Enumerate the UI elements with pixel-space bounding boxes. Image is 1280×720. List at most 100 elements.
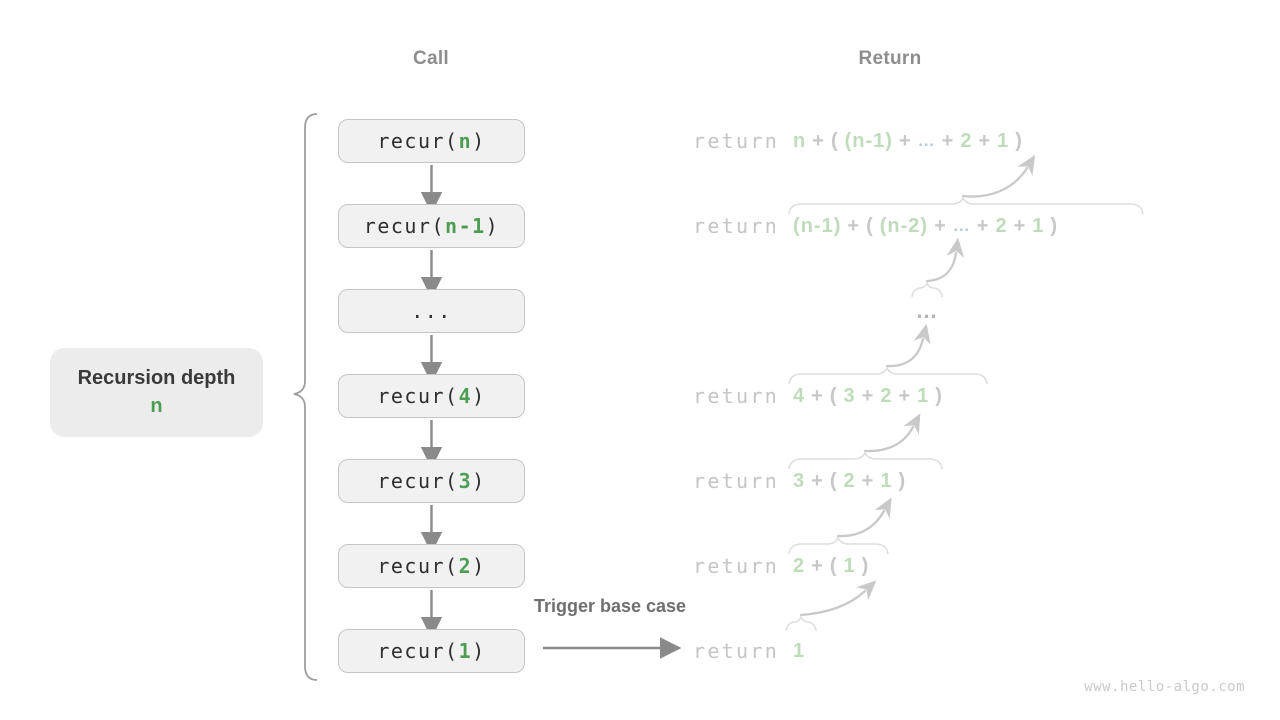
expression-segment: ) (898, 469, 907, 492)
expression-segment: … (952, 216, 971, 235)
expression-segment: + (976, 214, 990, 237)
expression-segment: + (934, 214, 947, 237)
recursion-depth-value: n (150, 395, 163, 417)
overbrace-return-3 (788, 451, 943, 470)
return-expression: 1 (793, 640, 805, 663)
call-box-recur-2: recur(2) (338, 544, 525, 588)
expression-segment: ( (829, 384, 838, 407)
expression-segment: + (861, 469, 875, 492)
recursion-depth-brace (293, 113, 318, 681)
expression-segment: + (941, 129, 955, 152)
return-row-1: return 1 (693, 637, 805, 665)
call-box-arg: 4 (458, 384, 473, 408)
expression-segment: + (978, 129, 992, 152)
expression-segment: 1 (1032, 214, 1045, 237)
expression-segment: (n-2) (879, 214, 929, 237)
overbrace-return-ellipsis (911, 280, 943, 298)
call-box-text: ... (411, 299, 452, 323)
call-box-recur-4: recur(4) (338, 374, 525, 418)
expression-segment: n (793, 129, 807, 152)
expression-segment: ) (1050, 214, 1059, 237)
expression-segment: + (898, 129, 912, 152)
expression-segment: + (847, 214, 861, 237)
return-expression: 3+(2+1) (793, 470, 906, 493)
call-box-recur-1: recur(1) (338, 629, 525, 673)
call-box-recur-n: recur(n) (338, 119, 525, 163)
call-box-recur-3: recur(3) (338, 459, 525, 503)
expression-segment: 2 (960, 129, 973, 152)
expression-segment: 3 (793, 469, 806, 492)
expression-segment: ( (829, 554, 838, 577)
recursion-depth-title: Recursion depth (77, 367, 236, 389)
expression-segment: + (861, 384, 875, 407)
return-row-2: return 2+(1) (693, 552, 869, 580)
expression-segment: ) (935, 384, 943, 407)
call-box-arg: n (458, 129, 473, 153)
trigger-base-case-label: Trigger base case (533, 596, 687, 616)
return-keyword: return (693, 214, 780, 238)
overbrace-return-2 (788, 196, 1144, 215)
return-flow-arrow-3 (885, 323, 931, 368)
return-expression: 2+(1) (793, 555, 869, 578)
return-row-ellipsis: … (915, 298, 939, 323)
expression-segment: 1 (880, 469, 893, 492)
call-box-text: ) (472, 469, 486, 493)
expression-segment: ( (830, 129, 839, 152)
expression-segment: ) (861, 554, 870, 577)
expression-segment: + (811, 469, 824, 492)
expression-segment: + (1013, 214, 1027, 237)
expression-segment: 2 (880, 384, 893, 407)
return-keyword: return (693, 384, 780, 408)
expression-segment: + (898, 384, 912, 407)
return-expression: n+((n-1)+…+2+1) (793, 130, 1023, 153)
return-flow-arrow-1 (961, 154, 1036, 198)
call-box-text: recur( (363, 214, 446, 238)
watermark: www.hello-algo.com (1084, 679, 1245, 695)
expression-segment: 2 (843, 469, 856, 492)
expression-segment: (n-1) (793, 214, 842, 237)
return-flow-arrow-2 (925, 237, 965, 283)
call-box-text: ) (485, 214, 500, 238)
return-column-header: Return (858, 48, 922, 69)
expression-segment: + (811, 554, 824, 577)
call-box-text: recur( (377, 384, 459, 408)
expression-segment: 1 (917, 384, 930, 407)
call-box-recur-n-1: recur(n-1) (338, 204, 525, 248)
expression-segment: ) (1015, 129, 1023, 152)
return-row-n-1: return (n-1)+((n-2)+…+2+1) (693, 212, 1058, 240)
expression-segment: 3 (843, 384, 856, 407)
return-expression: (n-1)+((n-2)+…+2+1) (793, 215, 1058, 238)
expression-segment: ( (866, 214, 874, 237)
call-box-arg: n-1 (445, 214, 486, 238)
expression-segment: 4 (793, 384, 806, 407)
overbrace-return-2b (788, 536, 889, 555)
return-flow-arrow-4 (863, 413, 921, 453)
return-flow-arrow-6 (799, 580, 877, 617)
call-box-text: recur( (377, 554, 459, 578)
expression-segment: + (811, 384, 824, 407)
return-keyword: return (693, 554, 780, 578)
expression-segment: 1 (997, 129, 1010, 152)
expression-segment: 2 (995, 214, 1008, 237)
return-row-3: return 3+(2+1) (693, 467, 906, 495)
expression-segment: … (917, 131, 936, 150)
return-row-n: return n+((n-1)+…+2+1) (693, 127, 1023, 155)
call-box-text: ) (472, 384, 486, 408)
call-box-text: recur( (377, 129, 459, 153)
expression-segment: 2 (793, 554, 806, 577)
call-box-text: ) (472, 639, 486, 663)
call-box-text: ) (472, 129, 486, 153)
expression-segment: (n-1) (844, 129, 893, 152)
call-box-ellipsis: ... (338, 289, 525, 333)
call-box-arg: 3 (458, 469, 473, 493)
return-expression: 4+(3+2+1) (793, 385, 943, 408)
overbrace-return-4 (788, 366, 988, 385)
return-row-4: return 4+(3+2+1) (693, 382, 943, 410)
call-box-arg: 1 (458, 639, 473, 663)
call-box-text: recur( (377, 469, 459, 493)
call-column-header: Call (412, 48, 450, 69)
expression-segment: + (812, 129, 825, 152)
call-box-arg: 2 (458, 554, 473, 578)
